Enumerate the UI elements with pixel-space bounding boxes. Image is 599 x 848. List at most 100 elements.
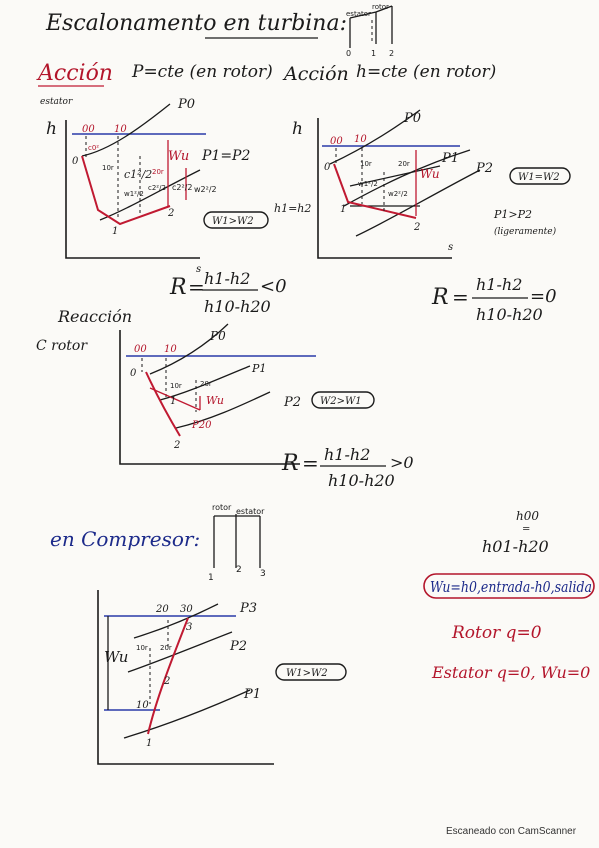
svg-text:1: 1: [112, 226, 118, 237]
svg-text:1: 1: [170, 396, 176, 407]
scanner-watermark: Escaneado con CamScanner: [446, 826, 577, 837]
svg-text:s: s: [196, 264, 201, 275]
svg-text:30: 30: [180, 604, 193, 615]
svg-text:10r: 10r: [170, 382, 182, 390]
svg-text:Wu: Wu: [168, 149, 189, 164]
accion-heading: Acción: [36, 61, 113, 86]
svg-text:(ligeramente): (ligeramente): [494, 226, 557, 237]
svg-text:P1: P1: [243, 687, 261, 702]
svg-text:=: =: [188, 275, 205, 299]
svg-text:h: h: [292, 119, 303, 139]
accion-sub: estator: [40, 97, 73, 107]
svg-text:R: R: [281, 451, 299, 476]
svg-text:Wu: Wu: [206, 394, 224, 407]
svg-text:P0: P0: [403, 111, 421, 126]
svg-text:10: 10: [136, 700, 149, 711]
svg-text:3: 3: [260, 569, 266, 579]
accion-h-pill: W1=W2: [518, 172, 560, 183]
compresor-heading: en Compresor:: [50, 527, 200, 551]
svg-text:Wu: Wu: [420, 167, 440, 181]
svg-text:h10-h20: h10-h20: [204, 297, 271, 316]
reaccion-pill: W2>W1: [320, 396, 362, 407]
svg-text:2: 2: [413, 222, 420, 233]
svg-text:P1: P1: [251, 362, 266, 375]
reaccion-heading: Reacción: [57, 307, 132, 326]
svg-text:c0²: c0²: [88, 144, 99, 152]
rotor-condition: Rotor q=0: [451, 623, 542, 643]
svg-text:10r: 10r: [136, 644, 148, 652]
svg-text:0: 0: [346, 49, 351, 58]
accion-p-chart: h s P0 P1=P2 00 10 0 1 2 c0² c1²/2 w1²/2…: [46, 97, 269, 275]
svg-text:P0: P0: [209, 329, 226, 343]
svg-text:c2²/2: c2²/2: [148, 184, 166, 192]
svg-text:0: 0: [324, 162, 331, 173]
svg-text:h1-h2: h1-h2: [324, 445, 370, 464]
turbine-stage-sketch: estator rotor 0 1 2: [346, 3, 394, 58]
svg-text:20r: 20r: [200, 380, 212, 388]
svg-text:20r: 20r: [152, 168, 164, 176]
svg-text:=: =: [302, 451, 319, 475]
compresor-pill: W1>W2: [286, 668, 328, 679]
svg-text:h01-h20: h01-h20: [482, 537, 549, 556]
svg-text:2: 2: [167, 208, 174, 219]
svg-text:=: =: [522, 524, 530, 535]
accion-h-condition: h=cte (en rotor): [356, 62, 496, 82]
svg-text:10: 10: [354, 134, 367, 145]
accion-h-heading: Acción: [282, 63, 349, 85]
svg-text:rotor: rotor: [212, 503, 232, 512]
svg-text:2: 2: [389, 49, 394, 58]
accion-p-pill: W1>W2: [212, 216, 254, 227]
svg-text:Wu: Wu: [104, 648, 128, 666]
svg-text:10r: 10r: [102, 164, 114, 172]
accion-h-chart: h s h1=h2 P0 P1 P2 00 10 0 1 2 10r 20r w…: [274, 109, 571, 259]
estator-condition: Estator q=0, Wu=0: [431, 663, 590, 682]
svg-text:P1>P2: P1>P2: [493, 208, 532, 221]
svg-text:h1-h2: h1-h2: [476, 275, 522, 294]
svg-text:w2²/2: w2²/2: [194, 185, 217, 194]
svg-text:estator: estator: [346, 10, 371, 18]
svg-text:h1=h2: h1=h2: [274, 202, 311, 215]
svg-text:w1²/2: w1²/2: [358, 180, 378, 188]
svg-text:c2²/2: c2²/2: [172, 183, 192, 192]
svg-text:2: 2: [163, 676, 170, 687]
svg-text:20: 20: [155, 604, 169, 615]
svg-text:2: 2: [236, 565, 242, 575]
svg-text:<0: <0: [260, 276, 287, 297]
reaccion-chart: P0 P1 P2 00 10 0 1 2 10r 20r Wu P20 W2>W…: [119, 323, 375, 465]
svg-text:20r: 20r: [398, 160, 410, 168]
svg-text:0: 0: [130, 368, 137, 379]
svg-text:00: 00: [330, 136, 343, 147]
svg-text:rotor: rotor: [372, 3, 389, 11]
page-title: Escalonamento en turbina:: [45, 11, 347, 36]
svg-text:>0: >0: [390, 453, 414, 472]
svg-text:estator: estator: [236, 507, 265, 516]
accion-h-formula: R = h1-h2 h10-h20 =0: [431, 275, 557, 324]
accion-p-formula: R = h1-h2 h10-h20 <0: [169, 269, 287, 316]
compresor-right-notes: h00 = h01-h20 Wu=h0,entrada-h0,salida Ro…: [423, 509, 595, 682]
svg-text:P2: P2: [229, 639, 247, 654]
reaccion-sub: C rotor: [36, 338, 88, 354]
svg-text:0: 0: [72, 156, 79, 167]
svg-text:P1: P1: [441, 151, 459, 166]
svg-text:10: 10: [164, 344, 177, 355]
svg-text:h10-h20: h10-h20: [476, 305, 543, 324]
svg-text:20r: 20r: [160, 644, 172, 652]
svg-text:1: 1: [146, 738, 152, 749]
svg-text:P2: P2: [475, 161, 493, 176]
svg-text:h00: h00: [516, 509, 539, 523]
svg-text:h10-h20: h10-h20: [328, 471, 395, 490]
accion-condition: P=cte (en rotor): [131, 62, 273, 82]
svg-text:1: 1: [371, 49, 376, 58]
svg-text:s: s: [448, 242, 453, 253]
svg-text:R: R: [169, 275, 187, 300]
reaccion-formula: R = h1-h2 h10-h20 >0: [281, 445, 414, 490]
svg-text:P20: P20: [191, 420, 212, 431]
svg-text:10: 10: [114, 124, 127, 135]
svg-text:10r: 10r: [360, 160, 372, 168]
svg-text:P0: P0: [177, 97, 195, 112]
svg-text:1: 1: [340, 204, 346, 215]
svg-text:=0: =0: [530, 286, 557, 307]
svg-text:P3: P3: [239, 601, 257, 616]
svg-text:h1-h2: h1-h2: [204, 269, 250, 288]
